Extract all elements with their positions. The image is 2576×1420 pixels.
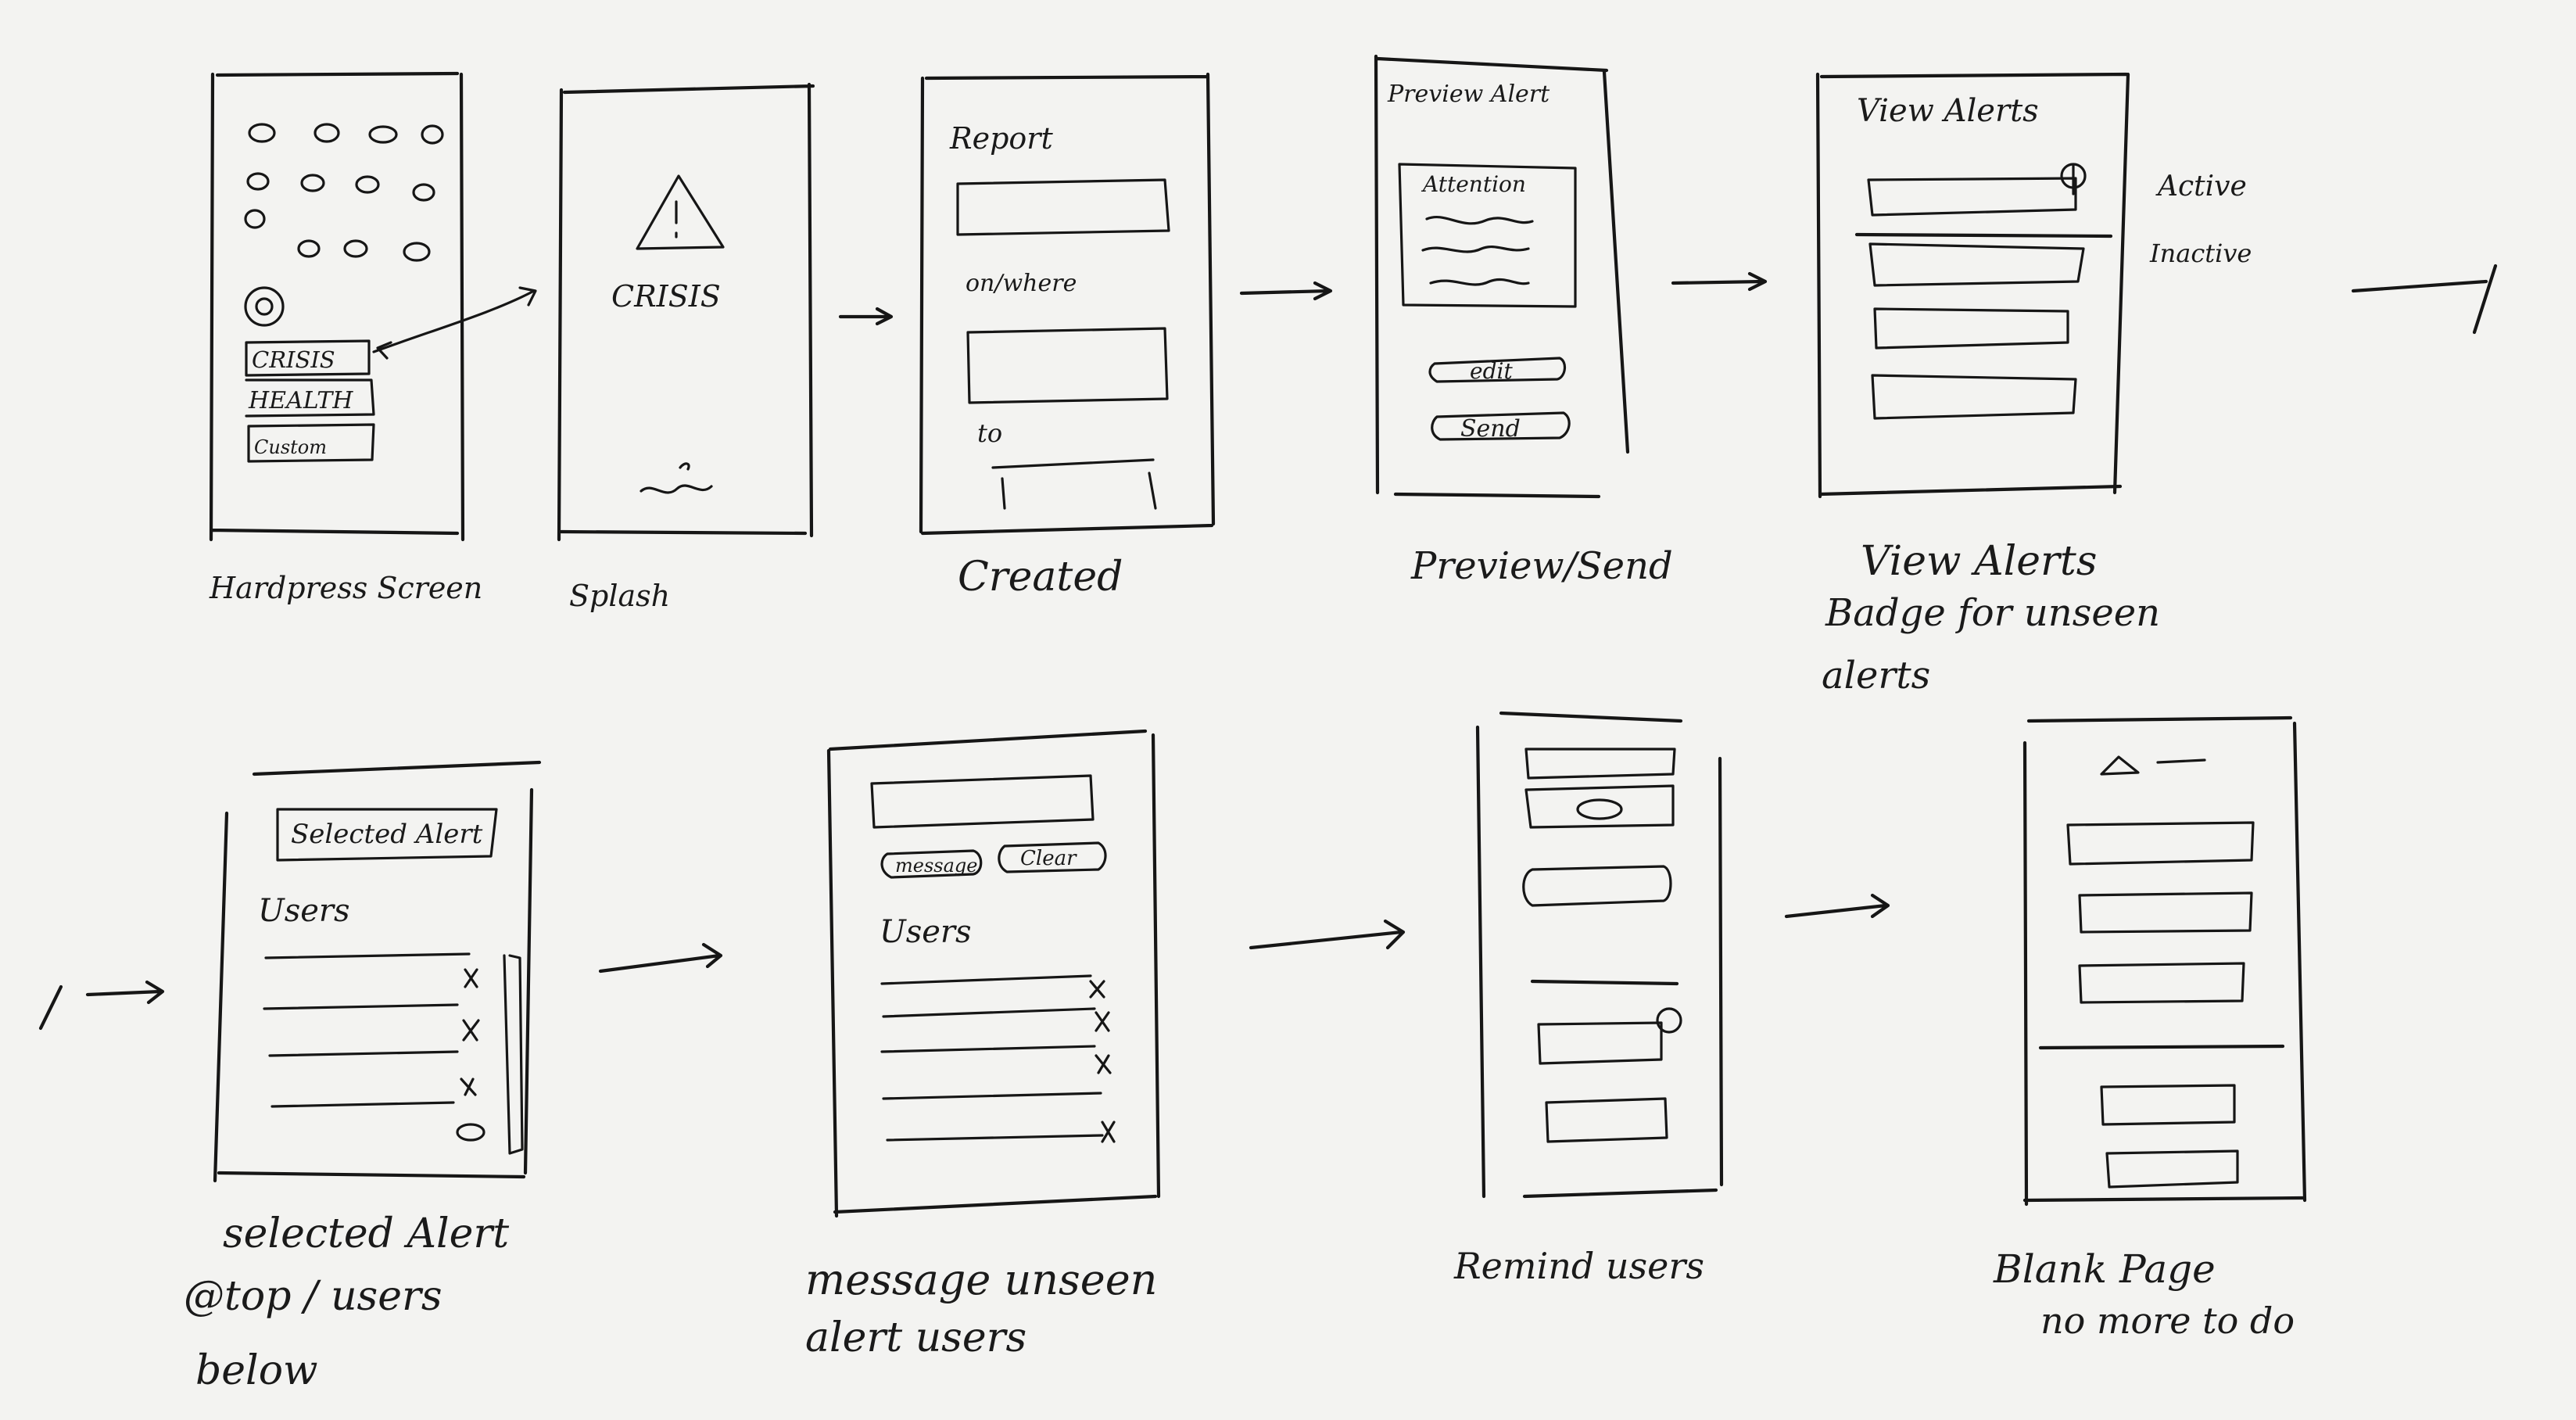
send-button-label: Send (1460, 415, 1521, 443)
caption-blank-page-2: no more to do (2040, 1300, 2295, 1342)
caption-view-alerts-3: alerts (1822, 654, 1930, 697)
selected-alert-header: Selected Alert (291, 819, 483, 850)
status-active-label: Active (2155, 170, 2247, 203)
caption-message-users-2: alert users (805, 1314, 1026, 1361)
field2-label: to (977, 418, 1002, 448)
menu-item-health[interactable]: HEALTH (248, 387, 353, 414)
caption-create: Created (958, 554, 1123, 601)
send-button[interactable] (1431, 411, 1571, 441)
edit-button-label: edit (1470, 358, 1513, 384)
divider (1530, 979, 1679, 986)
flow-arrow-icon (1249, 919, 1406, 950)
recipient-input[interactable] (991, 458, 1157, 510)
crisis-app-icon[interactable] (244, 286, 285, 327)
screen-splash: CRISIS (557, 82, 815, 542)
splash-logo-text: CRISIS (611, 279, 721, 314)
report-input[interactable] (956, 178, 1170, 236)
caption-remind-users: Remind users (1453, 1245, 1704, 1287)
users-label: Users (880, 914, 972, 950)
remove-user-icon[interactable] (1089, 980, 1116, 1143)
divider (2038, 1044, 2285, 1050)
flow-arrow-icon (598, 942, 723, 974)
alert-item-inactive[interactable] (1868, 242, 2085, 287)
screen-remind-users (1475, 711, 1724, 1199)
message-button-label: message (895, 855, 977, 877)
alert-summary-card[interactable] (1524, 748, 1676, 829)
flow-arrow-icon (838, 307, 894, 326)
caption-preview: Preview/Send (1410, 544, 1673, 588)
screen-view-alerts: View Alerts Active Inactive (1815, 72, 2252, 499)
title-line (2156, 758, 2206, 764)
preview-title: Preview Alert (1387, 81, 1550, 108)
flow-arrow-icon (372, 286, 537, 360)
warning-triangle-icon (2100, 755, 2140, 776)
location-input[interactable] (966, 327, 1169, 404)
alert-summary-card[interactable] (870, 774, 1095, 829)
view-alerts-title: View Alerts (1857, 93, 2039, 129)
reminder-badge-icon (1656, 1007, 1682, 1034)
users-label: Users (258, 893, 350, 929)
edit-button[interactable] (1428, 357, 1566, 383)
caption-selected-alert-3: below (195, 1347, 318, 1394)
warning-triangle-icon (636, 174, 725, 250)
preview-card-title: Attention (1421, 171, 1526, 197)
flow-continuation-icon (2351, 264, 2498, 335)
screen-blank-page (2022, 715, 2307, 1207)
caption-splash: Splash (569, 579, 670, 613)
menu-item-crisis[interactable]: CRISIS (252, 346, 335, 373)
user-item[interactable] (1545, 1097, 1668, 1143)
alert-item-inactive[interactable] (1873, 307, 2069, 350)
caption-selected-alert: selected Alert (223, 1210, 509, 1257)
caption-blank-page: Blank Page (1993, 1246, 2216, 1292)
user-list (263, 952, 471, 1108)
screen-create: Report on/where to (919, 72, 1216, 536)
user-item[interactable] (1537, 1021, 1663, 1065)
selected-alert-card[interactable] (276, 808, 498, 862)
caption-homescreen: Hardpress Screen (209, 571, 482, 605)
flow-arrow-icon (1239, 281, 1333, 301)
alert-item-active[interactable] (1867, 177, 2077, 217)
caption-selected-alert-2: @top / users (184, 1273, 442, 1320)
inactive-alert-list[interactable] (2100, 1084, 2239, 1189)
unseen-user-list (880, 974, 1104, 1142)
screen-message-users: message Clear Users (826, 729, 1161, 1218)
flow-continuation-icon (38, 980, 165, 1031)
screen-homescreen: CRISIS HEALTH Custom (209, 71, 537, 542)
flow-arrow-icon (1784, 893, 1890, 919)
remove-user-icon[interactable] (460, 968, 480, 1096)
message-button[interactable] (880, 849, 983, 879)
field1-label: on/where (966, 270, 1077, 297)
alert-list[interactable] (2066, 821, 2255, 1004)
screen-preview: Preview Alert Attention edit Send (1374, 54, 1630, 499)
caption-view-alerts-2: Badge for unseen (1825, 591, 2160, 635)
menu-item-custom[interactable]: Custom (254, 436, 327, 458)
badge-icon (1576, 798, 1623, 820)
scrollbar[interactable] (503, 954, 524, 1155)
app-icons-grid (244, 123, 444, 262)
screen-selected-alert: Selected Alert Users (213, 760, 542, 1183)
remind-message-bubble[interactable] (1522, 865, 1672, 907)
divider (1854, 232, 2113, 238)
alert-preview-card (1398, 163, 1577, 308)
flow-arrow-icon (1671, 271, 1768, 292)
alert-item-inactive[interactable] (1871, 374, 2077, 420)
clear-button-label: Clear (1020, 847, 1077, 870)
caption-message-users: message unseen (805, 1255, 1157, 1304)
remove-user-icon[interactable] (456, 1123, 485, 1142)
clear-button[interactable] (998, 841, 1107, 873)
status-inactive-label: Inactive (2149, 238, 2252, 268)
loading-indicator-icon (640, 462, 713, 494)
create-title: Report (949, 121, 1053, 156)
caption-view-alerts: View Alerts (1861, 538, 2097, 585)
